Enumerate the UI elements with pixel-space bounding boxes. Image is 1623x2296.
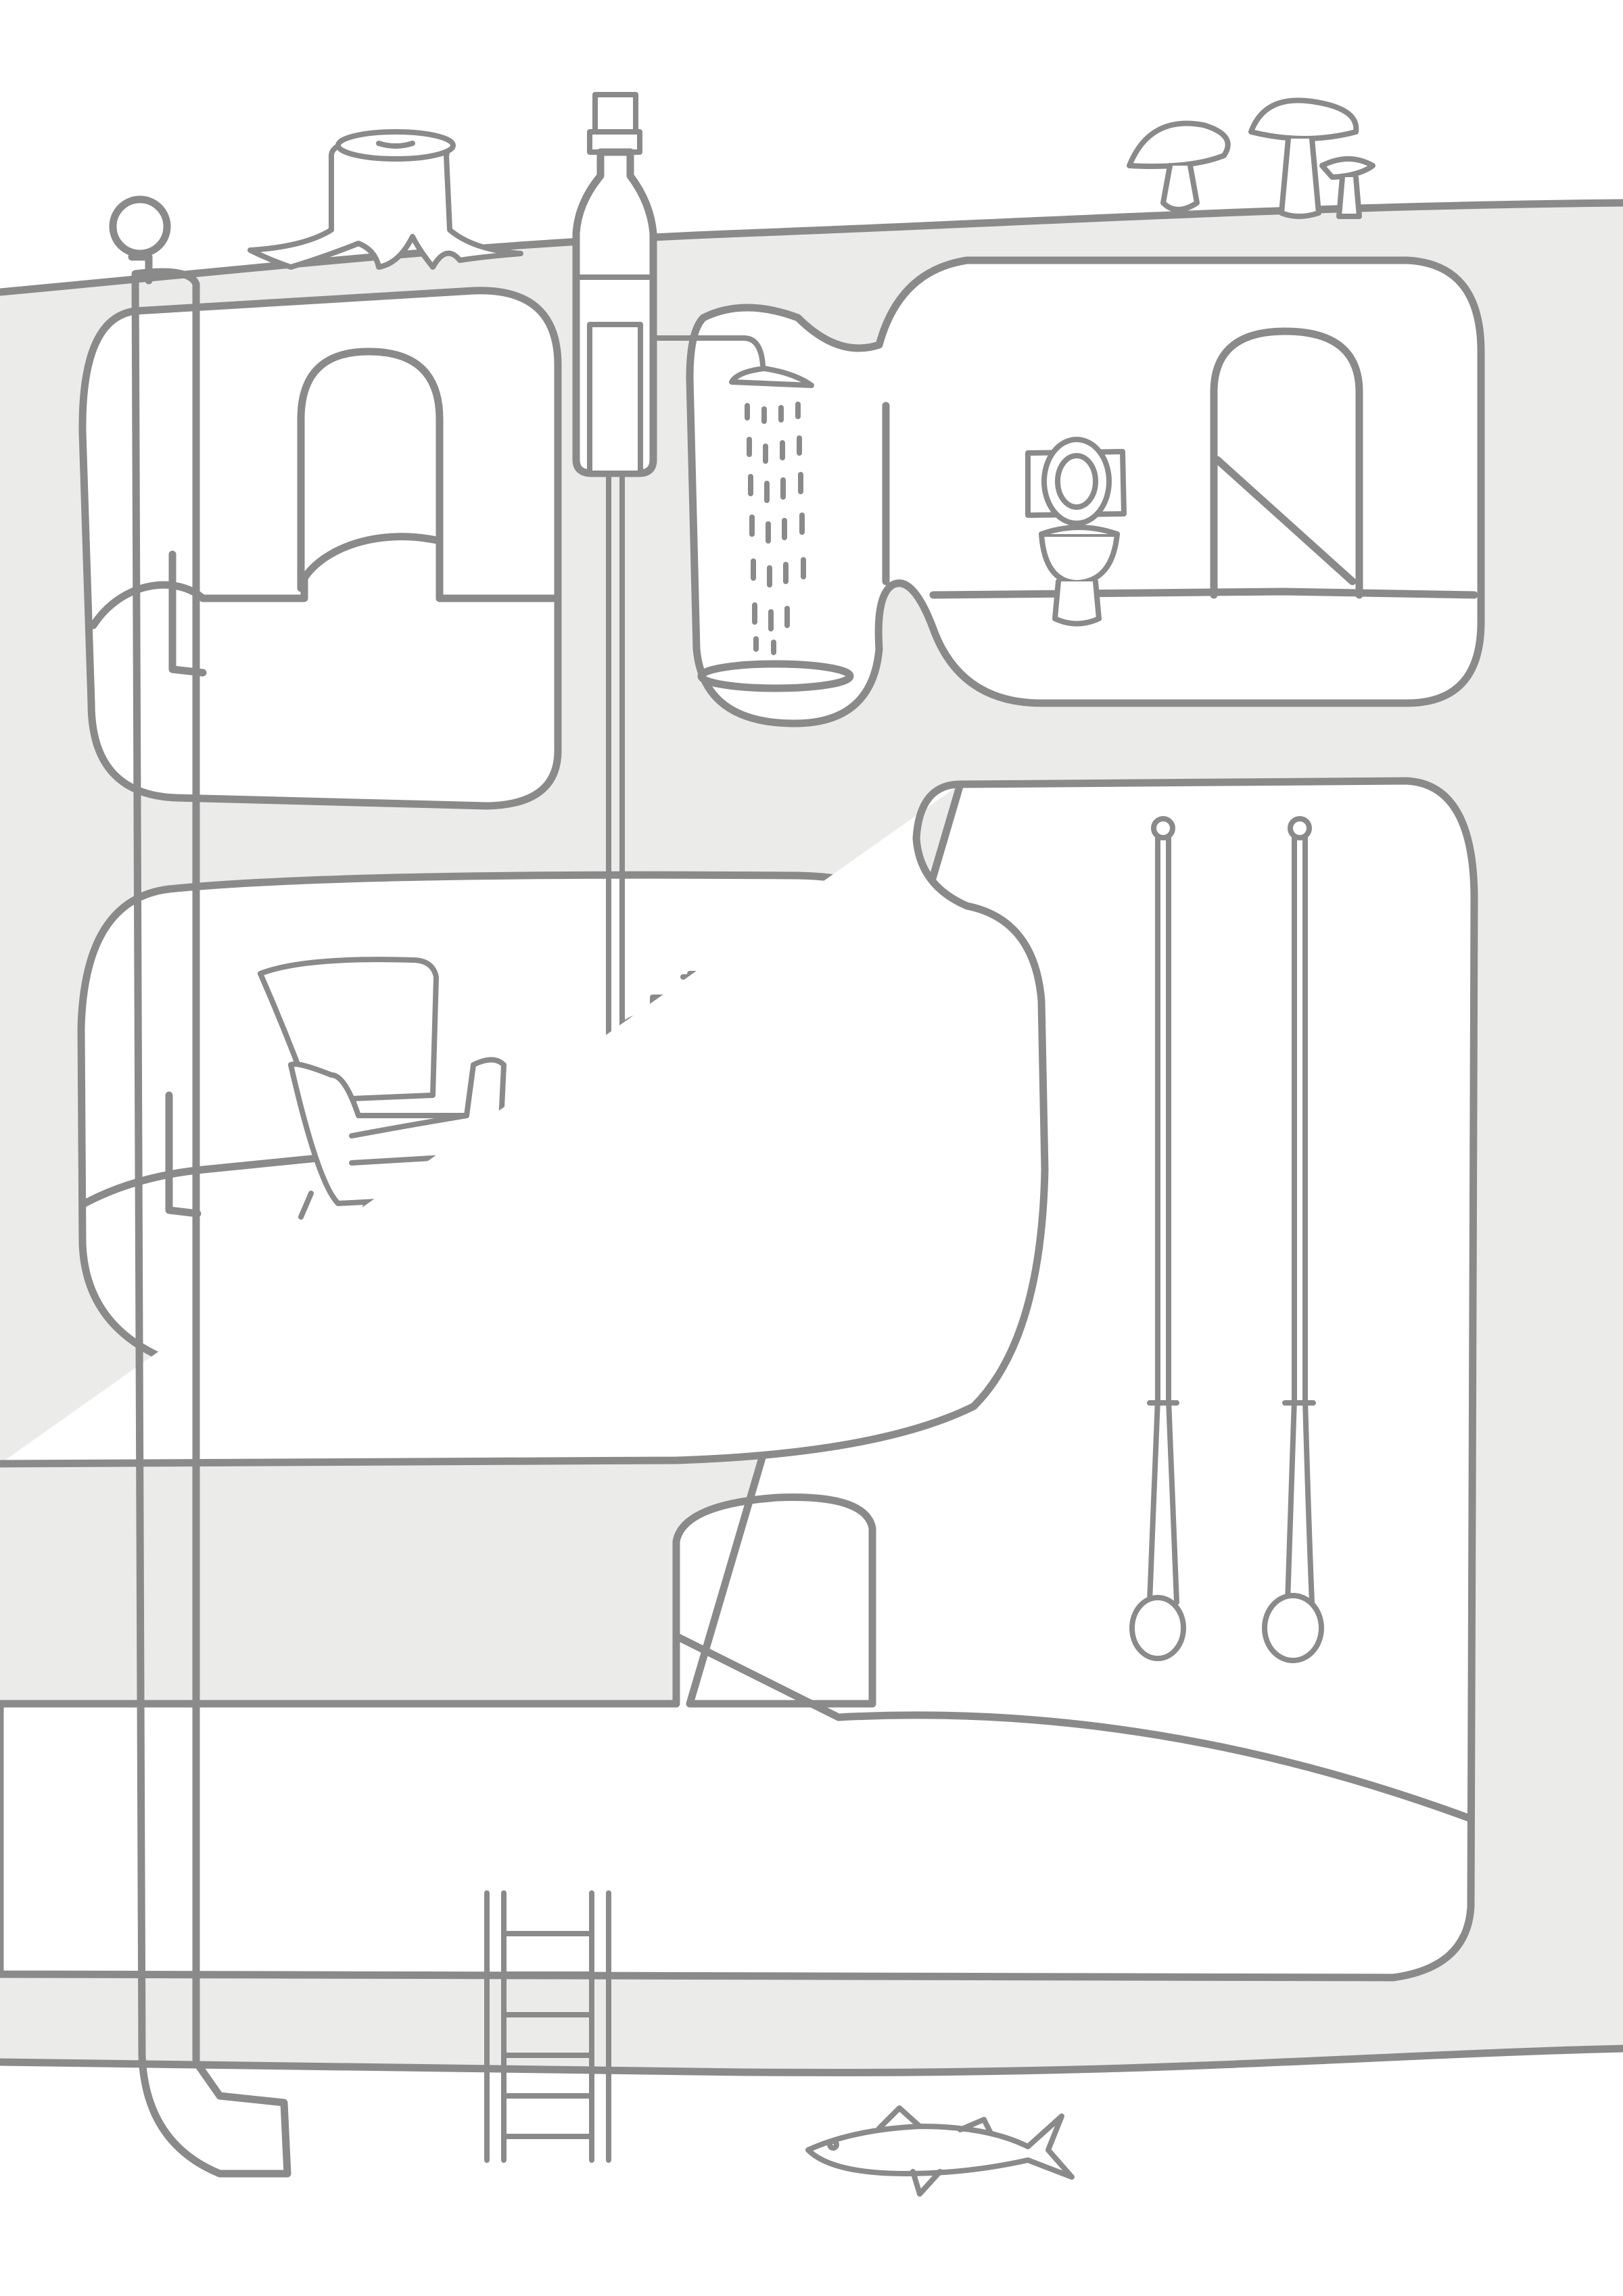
fish-icon [805, 2105, 1075, 2197]
hanging-rope-right [1262, 816, 1324, 1663]
ground-surface-line [0, 199, 1623, 296]
hanging-rope-left [1129, 816, 1186, 1661]
tree-stump-icon [248, 129, 523, 270]
ladder-icon [484, 1890, 611, 2163]
mushrooms-icon [1127, 97, 1375, 219]
shower-head-icon [729, 366, 814, 388]
chimney-pipe [109, 195, 291, 2178]
toilet-icon [1025, 437, 1127, 627]
shower-water [745, 402, 806, 655]
upper-left-room [78, 287, 562, 810]
arched-doorway [297, 348, 444, 602]
tall-chamber-and-corridor [0, 777, 1478, 1982]
soil-bottom-line [0, 2044, 1623, 2077]
arched-doorway [1210, 327, 1363, 599]
shower-toilet-room [646, 256, 1485, 727]
water-heater-bottle [572, 92, 657, 477]
shower-tray [697, 660, 854, 692]
shower-pipe [646, 335, 766, 368]
